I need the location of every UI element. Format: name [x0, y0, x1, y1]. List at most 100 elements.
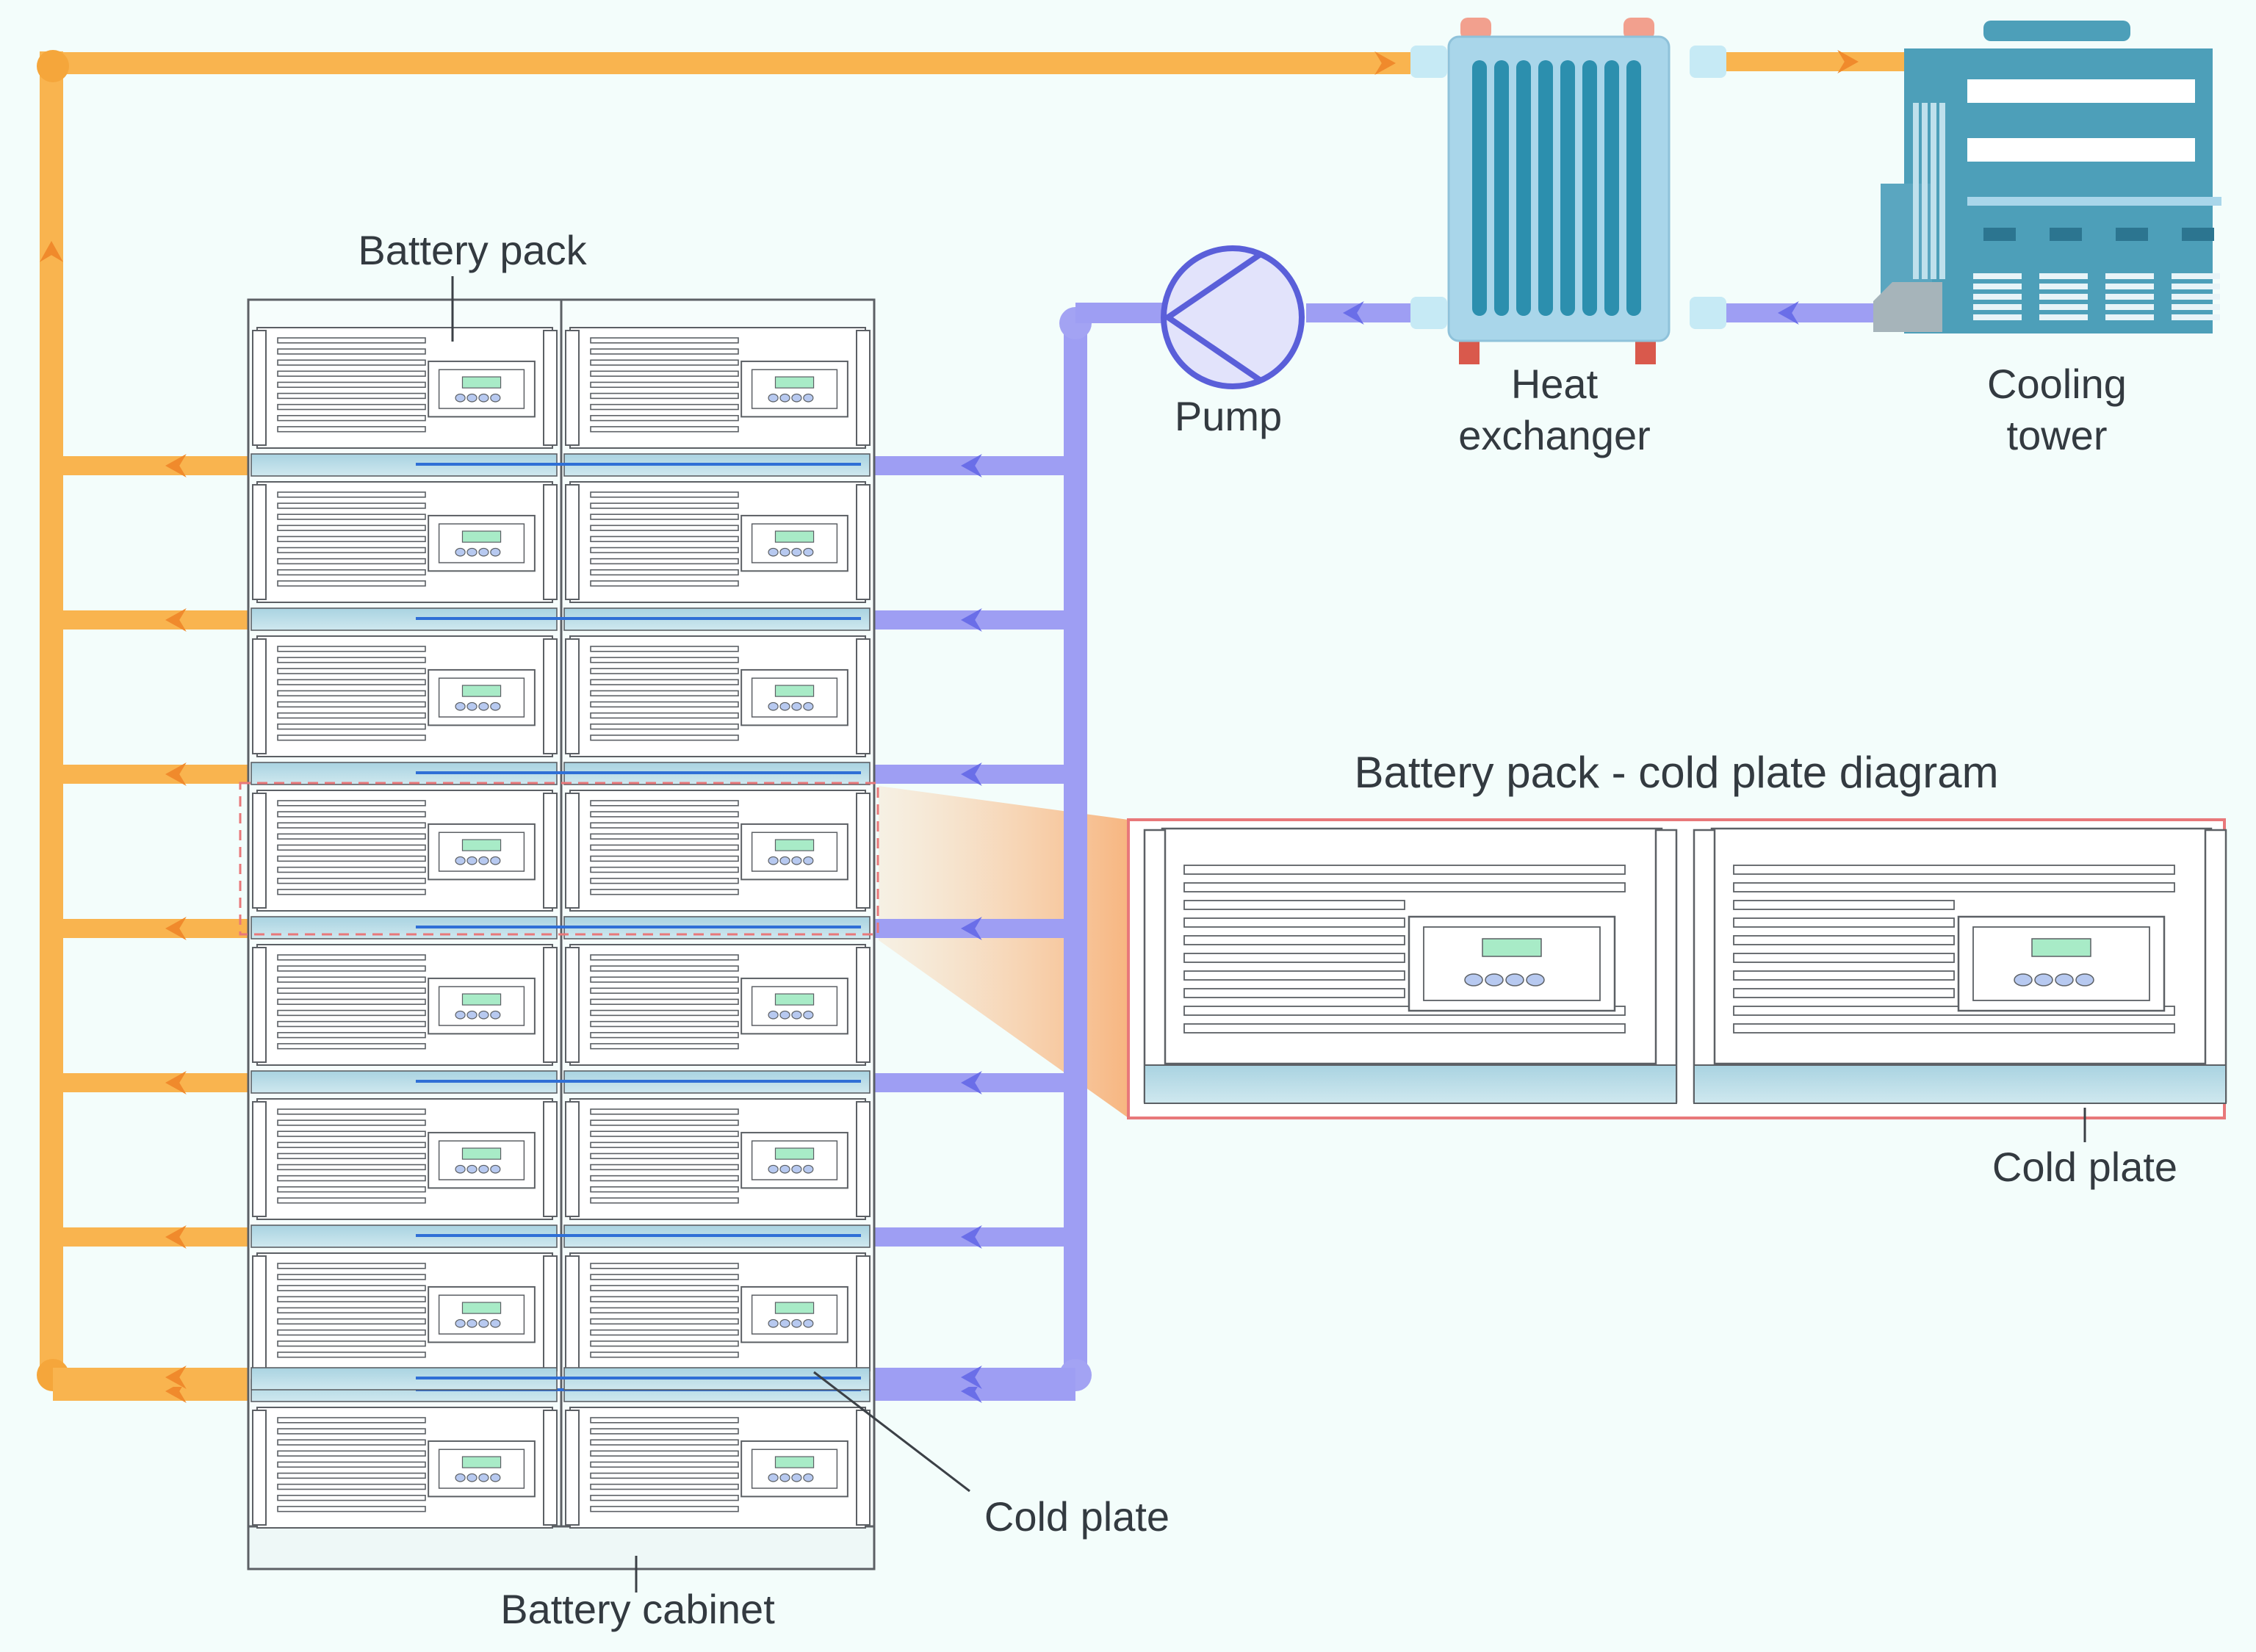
control-panel-inner — [751, 986, 838, 1026]
label-battery-pack: Battery pack — [358, 227, 587, 273]
tower-louver — [2105, 304, 2154, 310]
mount-bracket — [543, 330, 558, 446]
mount-bracket — [543, 638, 558, 754]
battery-module — [251, 1252, 558, 1402]
vent-slot — [590, 646, 739, 652]
mount-bracket — [252, 1255, 267, 1371]
hx-cap — [1460, 18, 1491, 40]
control-button — [466, 393, 477, 403]
vent-slot — [277, 954, 426, 961]
control-button — [490, 1164, 501, 1174]
vent-slot — [590, 954, 739, 961]
cabinet-base — [247, 1525, 876, 1570]
control-panel-inner — [438, 1449, 525, 1489]
vent-slot — [590, 800, 739, 807]
flow-arrow-icon — [165, 608, 187, 632]
tower-vent — [2182, 228, 2214, 241]
flow-arrow-icon — [165, 454, 187, 477]
vent-slot — [277, 800, 426, 807]
mount-bracket — [565, 1410, 580, 1526]
hx-connector — [1410, 46, 1447, 78]
mount-bracket — [565, 947, 580, 1063]
vent-slot — [590, 701, 739, 708]
mount-bracket — [252, 638, 267, 754]
control-panel-inner — [438, 832, 525, 872]
control-button — [466, 1473, 477, 1482]
vent-slot — [277, 1472, 426, 1479]
vent-slot — [590, 866, 739, 873]
battery-module — [563, 1098, 871, 1248]
vent-slot — [1733, 882, 2175, 892]
control-panel-inner — [438, 369, 525, 409]
vent-slot — [590, 1164, 739, 1171]
control-button — [791, 393, 802, 403]
control-button — [779, 1164, 790, 1174]
vent-slot — [590, 679, 739, 685]
control-button — [779, 547, 790, 557]
battery-module — [563, 944, 871, 1094]
tower-louver — [2039, 314, 2088, 320]
label-cold-plate: Cold plate — [984, 1493, 1170, 1540]
control-panel-inner — [751, 832, 838, 872]
vent-slot — [277, 558, 426, 565]
mount-bracket — [856, 638, 871, 754]
vent-slot — [590, 370, 739, 377]
vent-slot — [277, 855, 426, 862]
mount-bracket — [543, 1255, 558, 1371]
control-button — [803, 1010, 814, 1020]
vent-slot — [1183, 1023, 1626, 1034]
tower-louver — [2172, 284, 2220, 289]
vent-slot — [277, 370, 426, 377]
mount-bracket — [2204, 829, 2227, 1103]
control-button — [478, 393, 489, 403]
battery-module — [251, 635, 558, 785]
vent-slot — [277, 987, 426, 994]
vent-slot — [277, 1352, 426, 1358]
tower-inlet — [1873, 282, 1942, 332]
label-heat-exchanger-2: exchanger — [1458, 412, 1651, 458]
vent-slot — [590, 844, 739, 851]
control-button — [779, 856, 790, 865]
mount-bracket — [543, 484, 558, 600]
mount-bracket — [252, 1410, 267, 1526]
control-button — [478, 1319, 489, 1328]
vent-slot — [590, 690, 739, 697]
vent-slot — [1183, 865, 1626, 875]
hx-fin — [1516, 60, 1531, 316]
mount-bracket — [856, 1101, 871, 1217]
vent-slot — [590, 491, 739, 498]
vent-slot — [590, 414, 739, 422]
control-button — [779, 1319, 790, 1328]
mount-bracket — [565, 638, 580, 754]
control-button — [478, 856, 489, 865]
control-button — [803, 547, 814, 557]
vent-slot — [277, 1009, 426, 1017]
flow-arrow-icon — [1778, 301, 1799, 325]
vent-slot — [590, 1009, 739, 1017]
vent-slot — [590, 381, 739, 389]
lcd-display — [2031, 938, 2091, 957]
vent-slot — [590, 1020, 739, 1028]
mount-bracket — [252, 330, 267, 446]
vent-slot — [590, 535, 739, 543]
control-button — [478, 1473, 489, 1482]
vent-slot — [277, 690, 426, 697]
pipe-elbow — [37, 50, 69, 82]
vent-slot — [277, 646, 426, 652]
control-button — [1505, 973, 1524, 986]
hx-fin — [1472, 60, 1487, 316]
flow-arrow-icon — [165, 1225, 187, 1249]
tower-window-band — [1967, 79, 2195, 103]
flow-arrow-icon — [961, 454, 982, 477]
vent-slot — [277, 1186, 426, 1193]
control-button — [490, 393, 501, 403]
vent-slot — [590, 580, 739, 587]
vent-slot — [277, 426, 426, 433]
vent-slot — [590, 712, 739, 719]
control-button — [455, 393, 466, 403]
control-panel-inner — [438, 677, 525, 718]
vent-slot — [277, 844, 426, 851]
vent-slot — [277, 535, 426, 543]
vent-slot — [277, 1461, 426, 1468]
